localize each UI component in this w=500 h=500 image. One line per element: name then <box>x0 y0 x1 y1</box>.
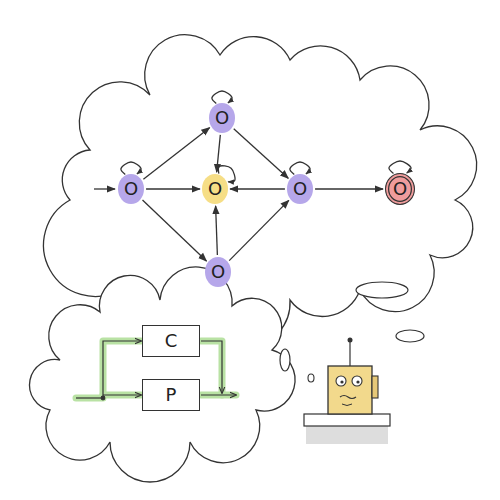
self-loop <box>121 162 141 174</box>
transition-arrow <box>142 200 206 261</box>
process-box: C <box>142 325 200 357</box>
robot-pupil <box>356 380 359 383</box>
node-label: O <box>293 180 307 198</box>
process-box: P <box>142 379 200 411</box>
thought-bubble <box>280 349 290 371</box>
desk <box>304 414 390 426</box>
accept-state-node: O <box>385 173 415 205</box>
small-thought-cloud <box>30 267 296 482</box>
thought-bubble <box>396 330 424 342</box>
wire <box>103 394 141 395</box>
robot-mouth <box>340 396 356 399</box>
robot-head <box>328 366 372 414</box>
node-label: O <box>211 263 225 281</box>
wire-junction <box>101 396 105 400</box>
node-label: O <box>215 109 229 127</box>
transition-arrow <box>234 129 289 179</box>
transition-arrow <box>229 200 289 260</box>
state-node: O <box>287 174 313 204</box>
wire-highlight <box>76 341 141 398</box>
self-loop <box>389 161 411 173</box>
transition-arrow <box>146 188 200 189</box>
wire-highlight <box>201 392 236 399</box>
state-node: O <box>205 257 231 287</box>
node-label: O <box>124 180 138 198</box>
state-node: O <box>202 174 228 204</box>
robot-ear <box>372 376 378 398</box>
robot-eye <box>336 376 346 386</box>
self-loop <box>290 162 310 174</box>
robot-chin <box>342 404 352 406</box>
robot <box>304 338 390 445</box>
transition-arrow <box>216 206 218 255</box>
transition-arrow <box>143 128 209 180</box>
robot-eye <box>352 376 362 386</box>
wire-highlight <box>103 392 141 399</box>
input-wire <box>76 397 103 398</box>
thought-bubble <box>308 374 314 382</box>
transition-arrow <box>230 188 285 189</box>
transition-arrow <box>315 188 383 189</box>
node-label: C <box>165 332 178 350</box>
robot-pupil <box>340 380 343 383</box>
thought-bubble <box>356 282 408 298</box>
output-wire <box>201 394 236 395</box>
node-label: O <box>393 180 407 198</box>
antenna <box>349 342 350 366</box>
node-label: P <box>166 386 177 404</box>
state-node: O <box>118 174 144 204</box>
wire-highlight <box>201 341 222 395</box>
node-label: O <box>208 180 222 198</box>
state-node: O <box>209 103 235 133</box>
wire <box>201 341 222 393</box>
start-arrow <box>94 188 115 189</box>
self-loop <box>212 91 232 103</box>
desk-shading <box>306 426 388 444</box>
wire <box>103 341 141 398</box>
antenna-ball <box>348 338 353 343</box>
